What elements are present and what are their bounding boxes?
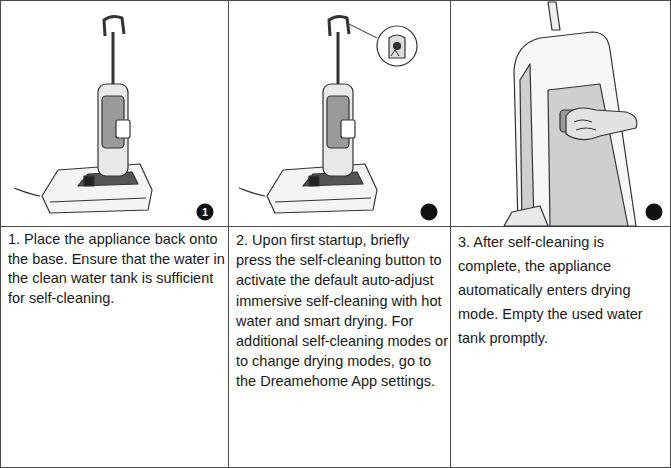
step-cell: 3. After self-cleaning is complete, the … <box>458 230 666 350</box>
brush-roller <box>309 176 319 186</box>
power-cord <box>14 188 40 196</box>
self-cleaning-button <box>394 43 401 50</box>
step-instruction: 1. Place the appliance back onto the bas… <box>8 230 226 308</box>
vacuum-body <box>514 32 636 226</box>
base-station <box>42 164 152 213</box>
handle-tube <box>112 32 115 84</box>
handle-grip <box>104 16 124 36</box>
base-edge <box>275 198 371 202</box>
detail-callout <box>377 26 417 66</box>
vacuum-on-base <box>239 16 417 213</box>
callout-number: 1 <box>197 204 214 221</box>
power-cord <box>239 188 265 196</box>
hand <box>566 108 637 140</box>
step-cell: 1. Place the appliance back onto the bas… <box>8 230 226 308</box>
tank-removal-closeup <box>504 2 637 226</box>
step-circle <box>421 204 438 221</box>
base-station <box>267 164 377 213</box>
column-divider <box>450 0 451 468</box>
step-instruction: 2. Upon first startup, briefly press the… <box>236 230 448 392</box>
handle-tube <box>548 2 560 30</box>
leader-line <box>349 24 377 38</box>
side-panel <box>520 64 534 226</box>
step-circle <box>197 204 214 221</box>
base-station <box>504 206 548 226</box>
brush-roller <box>84 176 94 186</box>
step-cell: 2. Upon first startup, briefly press the… <box>236 230 448 392</box>
tank-latch <box>341 120 355 138</box>
vacuum-on-base <box>14 16 152 213</box>
column-divider <box>228 0 229 468</box>
step-circle <box>646 204 663 221</box>
step-instruction: 3. After self-cleaning is complete, the … <box>458 230 666 350</box>
finger-lines <box>574 120 596 130</box>
base-edge <box>50 198 146 202</box>
handle-tube <box>337 32 340 84</box>
tank-latch <box>116 120 130 138</box>
press-mark <box>391 50 399 56</box>
handle-detail <box>389 35 405 58</box>
dirty-water-tank <box>548 84 628 226</box>
handle-grip <box>329 16 349 36</box>
